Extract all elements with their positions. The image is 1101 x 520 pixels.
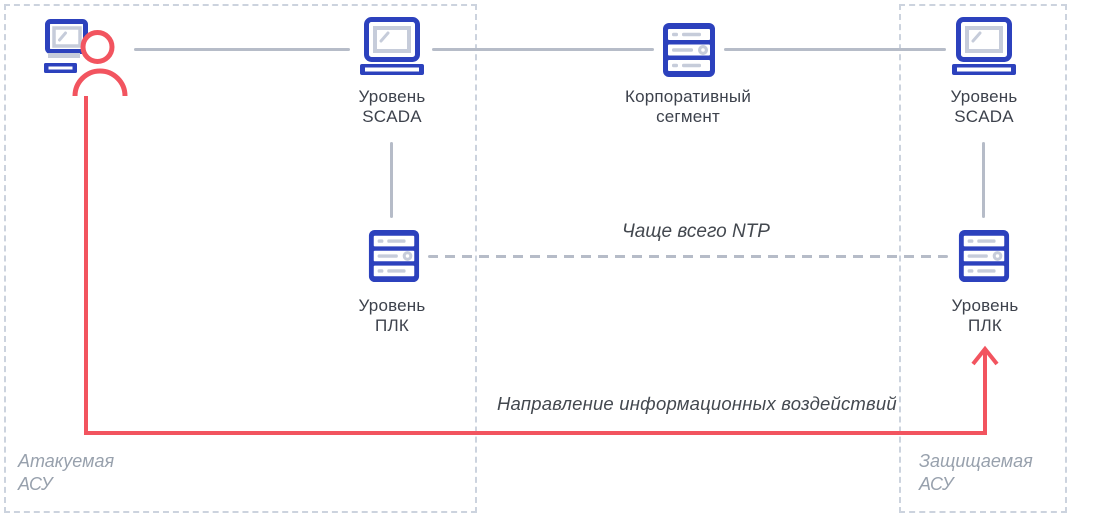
attacked-zone-label: Атакуемая АСУ [18, 451, 115, 494]
corporate-server-icon [663, 23, 715, 77]
attacker-icon [44, 19, 128, 96]
link-scada-plc-right [982, 142, 985, 218]
ntp-dashed-link [428, 255, 948, 258]
scada-left-laptop-icon [360, 17, 424, 75]
plc-right-label: Уровень ПЛК [951, 296, 1019, 335]
attack-direction-annotation: Направление информационных воздействий [497, 393, 897, 414]
ntp-annotation: Чаще всего NTP [622, 221, 770, 242]
scada-right-laptop-icon [952, 17, 1016, 75]
link-scada-corporate [432, 48, 654, 51]
link-attacker-scada [134, 48, 350, 51]
link-scada-plc-left [390, 142, 393, 218]
scada-left-label: Уровень SCADA [358, 87, 426, 126]
corporate-segment-label: Корпоративный сегмент [624, 87, 752, 126]
protected-zone-label: Защищаемая АСУ [919, 451, 1033, 494]
scada-right-label: Уровень SCADA [950, 87, 1018, 126]
plc-left-server-icon [368, 229, 420, 283]
plc-right-server-icon [958, 229, 1010, 283]
link-corporate-scada [724, 48, 946, 51]
plc-left-label: Уровень ПЛК [358, 296, 426, 335]
